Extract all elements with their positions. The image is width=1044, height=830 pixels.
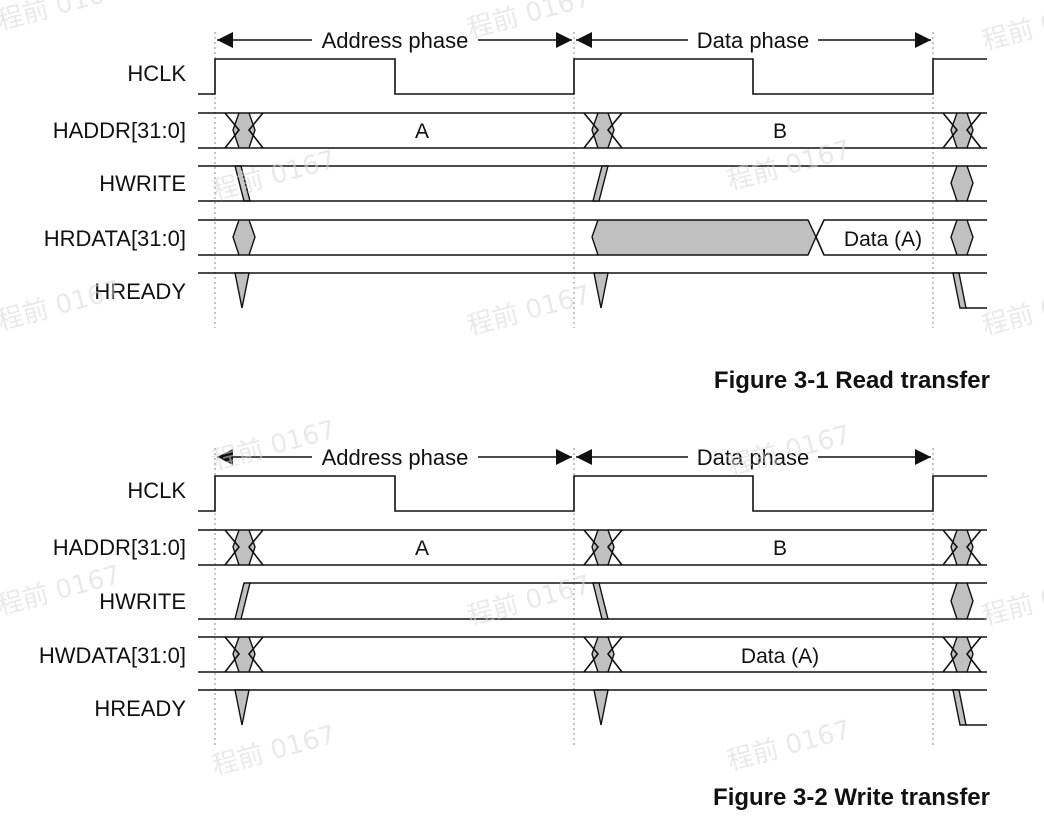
svg-text:程前 0167: 程前 0167 (724, 135, 854, 197)
haddr-value-a: A (415, 120, 429, 143)
data-phase-arrow: Data phase (576, 445, 931, 470)
svg-text:程前 0167: 程前 0167 (209, 415, 339, 477)
hclk-waveform (198, 475, 987, 512)
hwdata-value: Data (A) (741, 645, 819, 668)
hrdata-value: Data (A) (844, 228, 922, 251)
address-phase-arrow: Address phase (217, 28, 572, 53)
svg-text:程前 0167: 程前 0167 (0, 275, 124, 337)
svg-text:程前 0167: 程前 0167 (464, 570, 594, 632)
svg-text:程前 0167: 程前 0167 (209, 720, 339, 782)
signal-label-hwrite: HWRITE (99, 171, 186, 196)
hready-waveform (198, 272, 987, 309)
cycle-guides (214, 32, 934, 328)
address-phase-label: Address phase (322, 445, 469, 470)
signal-label-hwrite: HWRITE (99, 589, 186, 614)
address-phase-label: Address phase (322, 28, 469, 53)
write-transfer-diagram: Address phase Data phase HCLK HADDR[31:0… (39, 445, 990, 811)
svg-text:程前 0167: 程前 0167 (464, 280, 594, 342)
svg-text:程前 0167: 程前 0167 (209, 145, 339, 207)
haddr-value-b: B (773, 120, 787, 143)
haddr-waveform: A B (198, 529, 987, 566)
signal-label-hready: HREADY (94, 279, 186, 304)
svg-text:程前 0167: 程前 0167 (979, 570, 1044, 632)
hclk-waveform (198, 58, 987, 95)
signal-label-haddr: HADDR[31:0] (53, 535, 186, 560)
haddr-waveform: A B (198, 112, 987, 149)
svg-text:程前 0167: 程前 0167 (0, 0, 124, 37)
read-transfer-diagram: Address phase Data phase HCLK HADDR[31:0… (44, 28, 990, 394)
hwrite-waveform (198, 582, 987, 620)
figure-caption-read: Figure 3-1 Read transfer (714, 367, 990, 394)
svg-text:程前 0167: 程前 0167 (724, 420, 854, 482)
hrdata-waveform: Data (A) (198, 219, 987, 256)
signal-label-haddr: HADDR[31:0] (53, 118, 186, 143)
figure-caption-write: Figure 3-2 Write transfer (713, 784, 990, 811)
signal-label-hready: HREADY (94, 696, 186, 721)
signal-label-hclk: HCLK (127, 478, 186, 503)
hwdata-waveform: Data (A) (198, 636, 987, 673)
svg-text:程前 0167: 程前 0167 (724, 715, 854, 777)
signal-label-hrdata: HRDATA[31:0] (44, 226, 186, 251)
hready-waveform (198, 689, 987, 726)
address-phase-arrow: Address phase (217, 445, 572, 470)
data-phase-label: Data phase (697, 28, 810, 53)
data-phase-arrow: Data phase (576, 28, 931, 53)
svg-text:程前 0167: 程前 0167 (979, 0, 1044, 57)
signal-label-hclk: HCLK (127, 61, 186, 86)
hwrite-waveform (198, 165, 987, 202)
signal-label-hwdata: HWDATA[31:0] (39, 643, 186, 668)
haddr-value-b: B (773, 537, 787, 560)
haddr-value-a: A (415, 537, 429, 560)
data-phase-label: Data phase (697, 445, 810, 470)
svg-text:程前 0167: 程前 0167 (979, 280, 1044, 342)
